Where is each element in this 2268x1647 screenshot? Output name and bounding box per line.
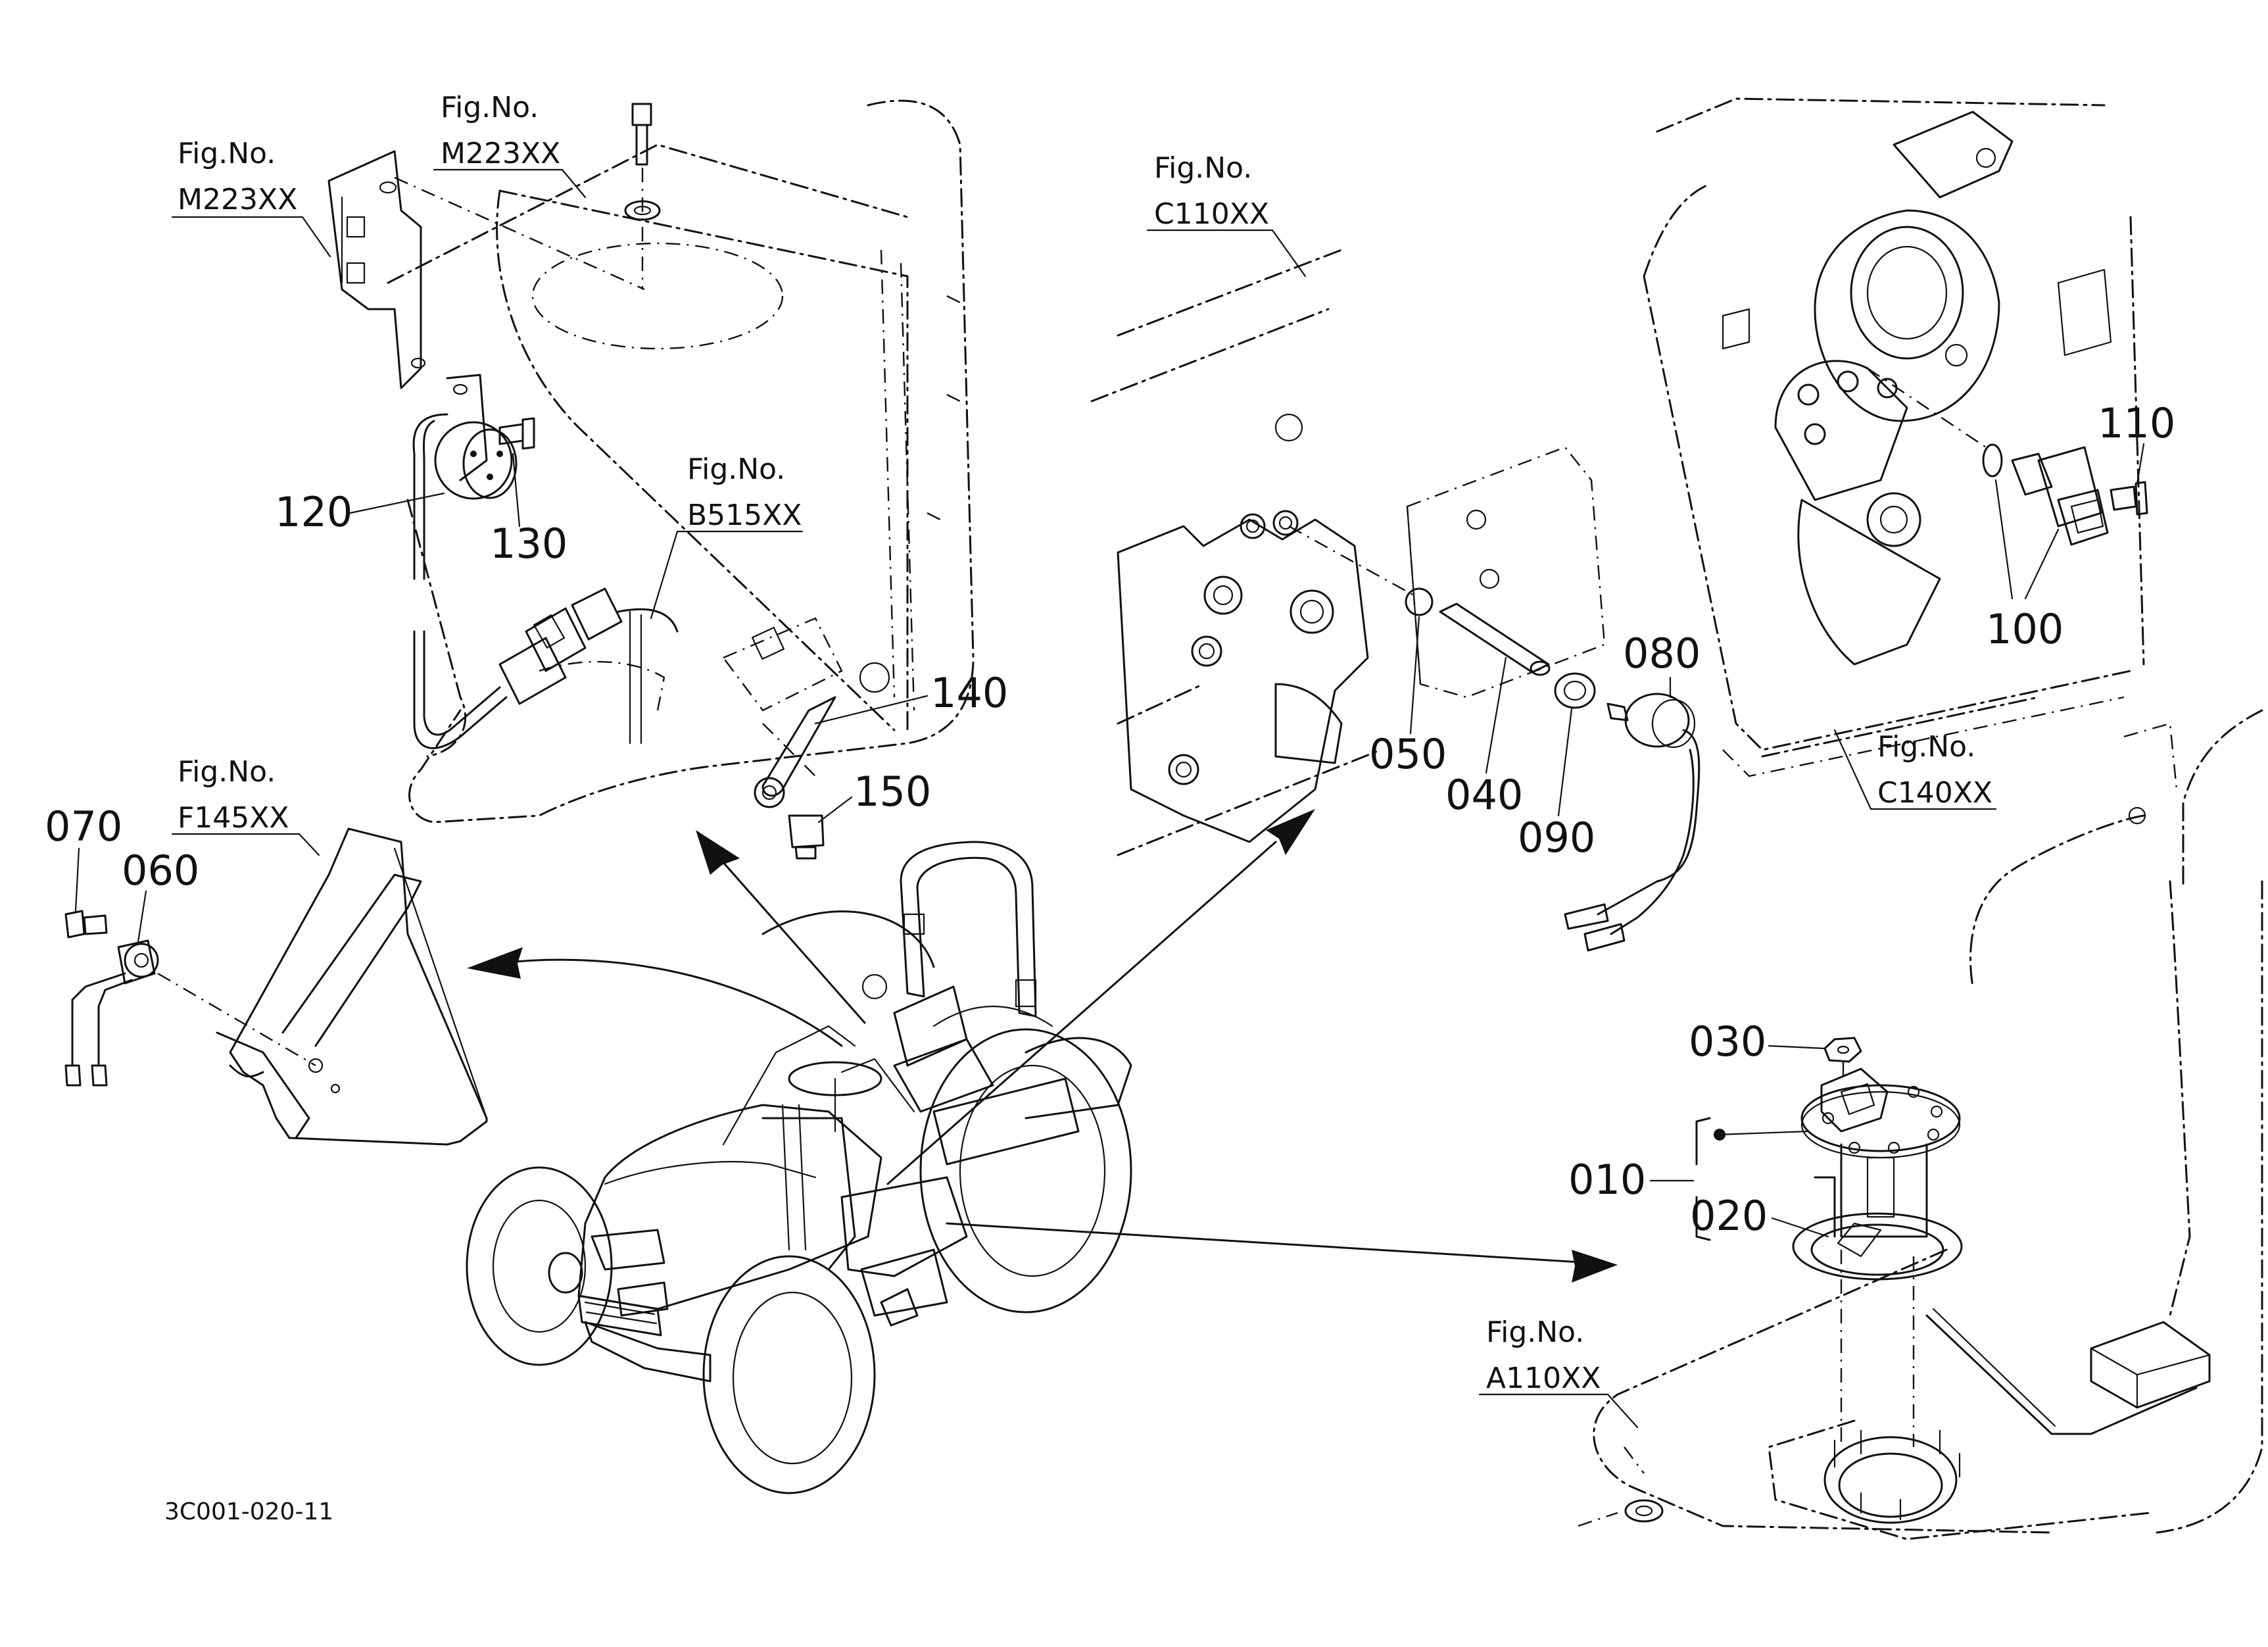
part-number: 040 xyxy=(1445,771,1523,819)
figure-reference-m223-top: Fig.No. M223XX xyxy=(433,91,587,199)
part-number: 090 xyxy=(1518,814,1595,862)
fig-ref-code: C140XX xyxy=(1877,776,1992,810)
fig-ref-title: Fig.No. xyxy=(178,137,276,170)
fuel-tank-assembly-right xyxy=(1578,709,2263,1540)
part-number: 060 xyxy=(122,847,199,895)
part-number: 150 xyxy=(854,768,931,816)
callout-120: 120 xyxy=(275,488,445,536)
figure-reference-c110: Fig.No. C110XX xyxy=(1146,151,1307,278)
part-number: 130 xyxy=(490,520,567,568)
fig-ref-title: Fig.No. xyxy=(687,453,785,486)
fig-ref-code: M223XX xyxy=(178,183,297,216)
figure-reference-a110: Fig.No. A110XX xyxy=(1478,1315,1639,1429)
part-number: 020 xyxy=(1690,1192,1768,1240)
callout-010: 010 xyxy=(1568,1156,1695,1204)
callout-090: 090 xyxy=(1518,708,1595,862)
callout-150: 150 xyxy=(817,768,931,823)
part-number: 110 xyxy=(2098,399,2175,447)
figure-reference-c140: Fig.No. C140XX xyxy=(1833,729,1997,810)
part-number: 010 xyxy=(1568,1156,1646,1204)
fig-ref-code: F145XX xyxy=(178,801,289,835)
tractor-overview xyxy=(466,841,1132,1494)
fig-ref-code: A110XX xyxy=(1486,1362,1601,1395)
tank-assembly-top-left xyxy=(327,99,975,860)
callout-100: 100 xyxy=(1986,479,2063,653)
fig-ref-title: Fig.No. xyxy=(178,755,276,789)
part-number: 050 xyxy=(1369,730,1447,778)
part-number: 120 xyxy=(275,488,352,536)
pointer-arrows xyxy=(467,809,1618,1283)
callout-030: 030 xyxy=(1689,1018,1826,1066)
part-number: 080 xyxy=(1623,629,1701,677)
switch-assembly-left xyxy=(64,827,488,1146)
part-number: 140 xyxy=(930,669,1008,717)
fig-ref-title: Fig.No. xyxy=(441,91,539,124)
fig-ref-code: M223XX xyxy=(441,137,560,170)
figure-reference-b515: Fig.No. B515XX xyxy=(650,453,804,620)
callout-130: 130 xyxy=(490,453,567,568)
part-number: 030 xyxy=(1689,1018,1766,1066)
callout-060: 060 xyxy=(122,847,199,943)
fig-ref-title: Fig.No. xyxy=(1486,1315,1584,1349)
fig-ref-code: B515XX xyxy=(687,499,802,532)
part-number: 100 xyxy=(1986,605,2063,653)
fig-ref-code: C110XX xyxy=(1154,197,1269,231)
callout-110: 110 xyxy=(2098,399,2175,485)
callout-080: 080 xyxy=(1623,629,1701,699)
figure-reference-m223-left: Fig.No. M223XX xyxy=(171,137,331,258)
figure-reference-f145: Fig.No. F145XX xyxy=(171,755,320,856)
callout-050: 050 xyxy=(1369,616,1447,778)
callout-140: 140 xyxy=(814,669,1008,725)
engine-assembly-top-right xyxy=(1643,97,2148,777)
fig-ref-title: Fig.No. xyxy=(1877,730,1975,764)
callout-040: 040 xyxy=(1445,656,1523,819)
part-number: 070 xyxy=(45,802,122,850)
callout-070: 070 xyxy=(45,802,122,912)
transmission-assembly-top-middle xyxy=(1090,249,1701,952)
callout-020: 020 xyxy=(1690,1192,1829,1240)
fig-ref-title: Fig.No. xyxy=(1154,151,1252,185)
drawing-code: 3C001-020-11 xyxy=(164,1498,333,1525)
